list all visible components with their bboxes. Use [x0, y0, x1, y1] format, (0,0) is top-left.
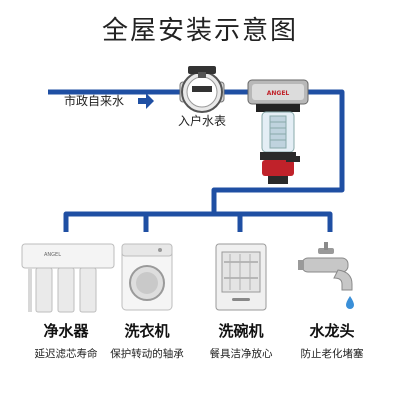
washing-machine-icon: [121, 243, 173, 311]
water-meter-icon: [179, 66, 225, 113]
device-name-faucet: 水龙头: [309, 322, 355, 340]
supply-label: 市政自来水: [64, 94, 125, 108]
device-name-dishwasher: 洗碗机: [218, 322, 264, 340]
flow-arrow-icon: [138, 93, 154, 109]
water-purifier-icon: ANGEL: [21, 243, 115, 313]
page-title: 全屋安装示意图: [101, 16, 298, 46]
supply-pipe: [48, 89, 345, 212]
device-name-washer: 洗衣机: [124, 322, 170, 340]
pre-filter-icon: ANGEL: [247, 79, 309, 184]
filter-brand-text: ANGEL: [267, 90, 290, 97]
device-desc-purifier: 延迟滤芯寿命: [34, 348, 98, 360]
meter-label: 入户水表: [178, 114, 227, 128]
dishwasher-icon: [215, 243, 267, 311]
device-name-purifier: 净水器: [43, 322, 89, 340]
distribution-pipe: [63, 211, 333, 232]
purifier-brand-text: ANGEL: [44, 252, 61, 258]
faucet-icon: [298, 242, 354, 309]
device-desc-faucet: 防止老化堵塞: [300, 348, 364, 360]
water-drop-icon: [346, 296, 354, 309]
device-desc-washer: 保护转动的轴承: [110, 348, 184, 360]
device-desc-dishwasher: 餐具洁净放心: [209, 348, 273, 360]
